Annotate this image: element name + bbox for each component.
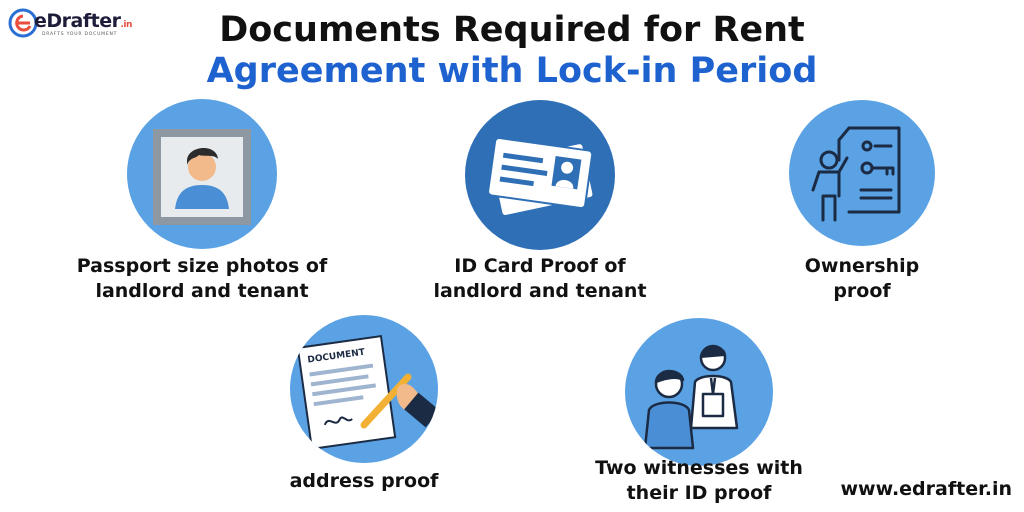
item-label-address-proof: address proof (289, 470, 439, 492)
item-label-ownership: Ownership proof (804, 255, 920, 302)
logo-mark-icon (8, 8, 38, 38)
brand-logo: eDrafter.in DRAFTS YOUR DOCUMENT (8, 8, 140, 38)
ownership-document-icon (789, 100, 935, 246)
passport-photo-icon (127, 99, 277, 249)
item-label-passport-photos: Passport size photos of landlord and ten… (76, 255, 328, 302)
brand-tagline: DRAFTS YOUR DOCUMENT (42, 32, 118, 37)
id-card-icon (465, 100, 615, 250)
page-title: Documents Required for Rent (219, 10, 805, 50)
item-label-witnesses: Two witnesses with their ID proof (595, 457, 803, 504)
signing-document-icon: DOCUMENT (290, 315, 438, 463)
website-url: www.edrafter.in (840, 478, 1013, 500)
brand-name: eDrafter.in (34, 10, 132, 32)
page-subtitle: Agreement with Lock-in Period (206, 51, 818, 91)
witnesses-icon (625, 318, 773, 466)
item-label-id-card: ID Card Proof of landlord and tenant (433, 255, 647, 302)
